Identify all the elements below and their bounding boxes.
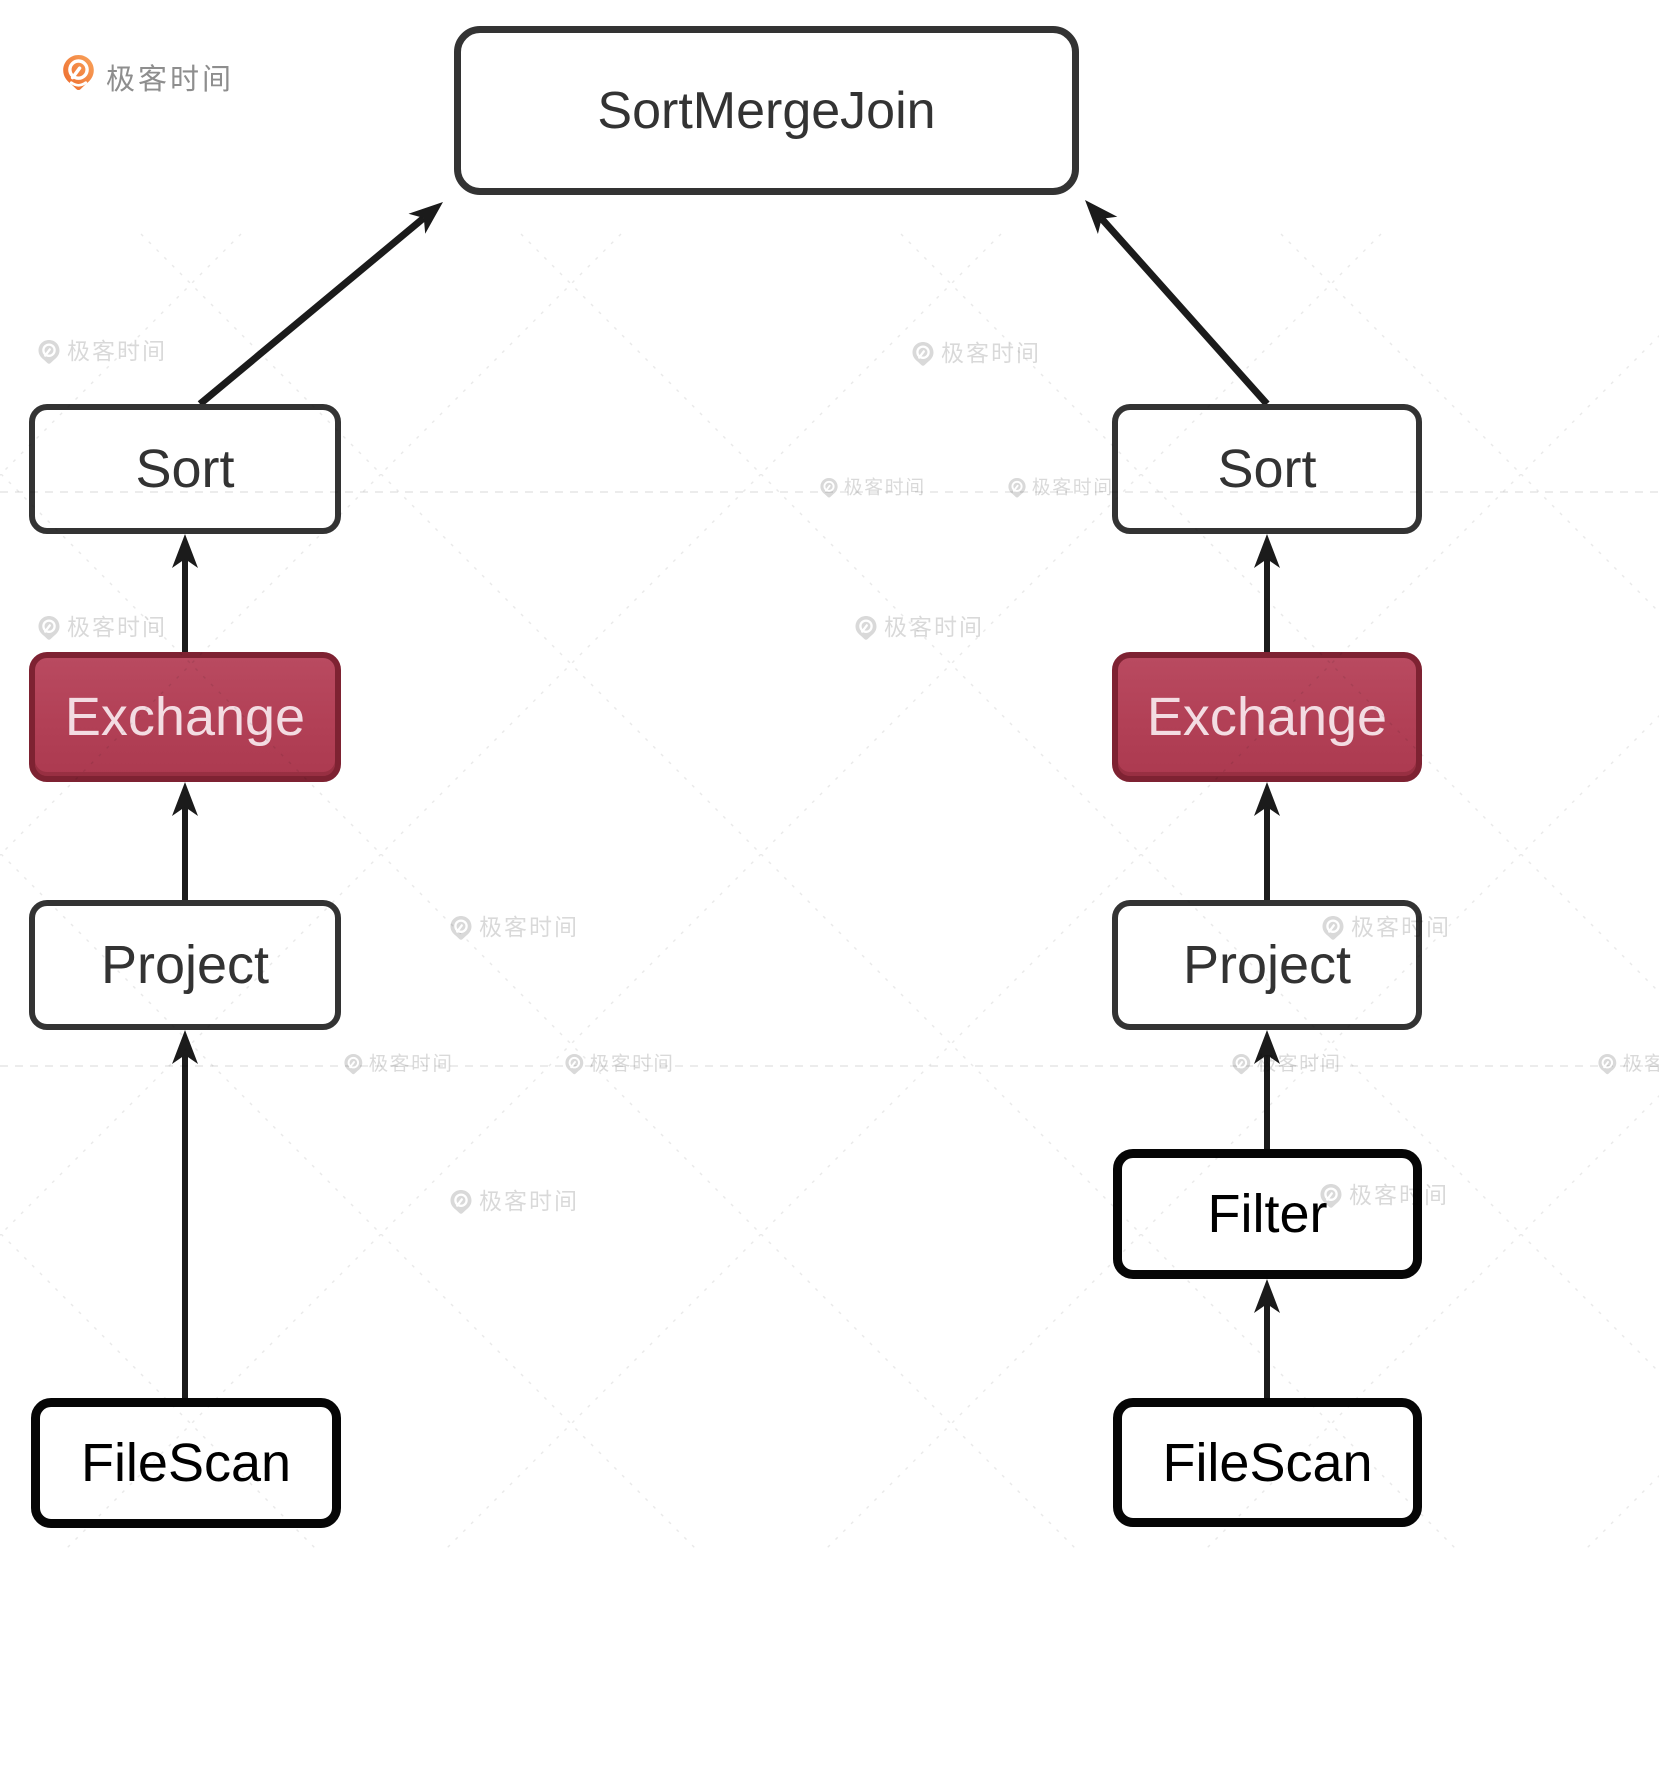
node-exchange-right: Exchange (1112, 652, 1422, 782)
geektime-pin-icon (63, 55, 94, 90)
node-label: FileScan (1162, 1432, 1373, 1493)
node-label: FileScan (80, 1433, 292, 1493)
node-filescan-left: FileScan (31, 1398, 341, 1528)
node-label: Exchange (64, 687, 306, 747)
node-label: Exchange (1146, 687, 1388, 747)
node-exchange-left: Exchange (29, 652, 341, 782)
node-label: Filter (1207, 1184, 1328, 1244)
node-project-right: Project (1112, 900, 1422, 1030)
geektime-logo-text: 极客时间 (106, 63, 235, 96)
node-filescan-right: FileScan (1113, 1398, 1422, 1527)
node-project-left: Project (29, 900, 341, 1030)
node-sortmergejoin: SortMergeJoin (454, 26, 1079, 195)
node-sort-left: Sort (29, 404, 341, 534)
node-label: Sort (1217, 439, 1317, 499)
node-label: Sort (135, 439, 235, 499)
geektime-logo: 极客时间 (62, 54, 234, 99)
node-filter-right: Filter (1113, 1149, 1422, 1279)
node-label: SortMergeJoin (597, 81, 936, 140)
node-label: Project (1182, 935, 1352, 995)
node-label: Project (100, 935, 270, 995)
node-sort-right: Sort (1112, 404, 1422, 534)
